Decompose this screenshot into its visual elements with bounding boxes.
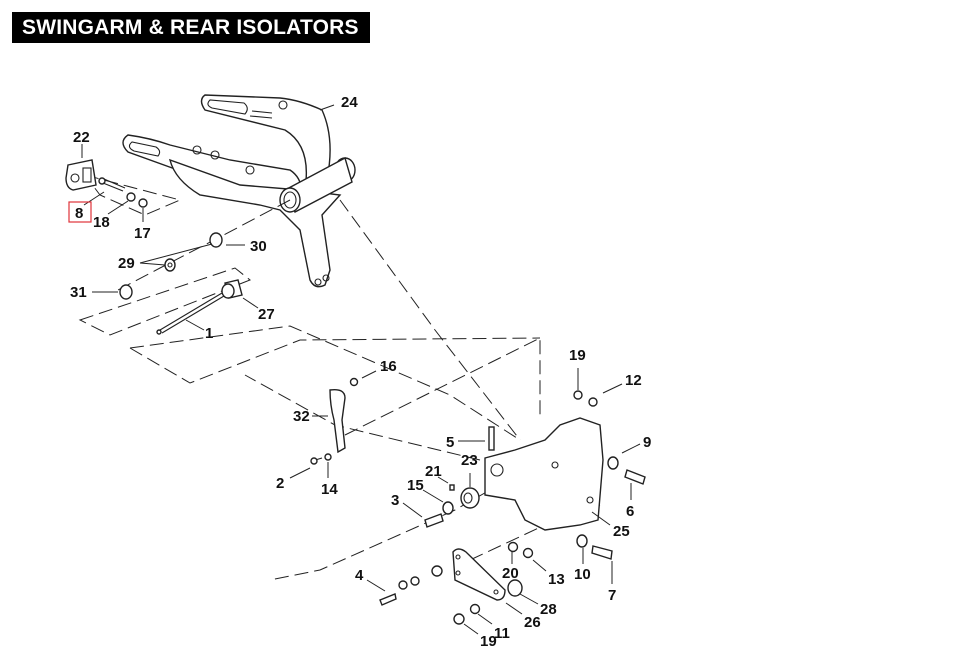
callout-13[interactable]: 13 [548,571,565,588]
callout-28[interactable]: 28 [540,601,557,618]
nut-20-part[interactable] [507,541,519,553]
callout-18[interactable]: 18 [93,214,110,231]
washer-15-part[interactable] [442,501,454,515]
washer-12-part[interactable] [588,397,598,407]
callout-14[interactable]: 14 [321,481,338,498]
spacer-29-part[interactable] [164,258,176,272]
callout-7[interactable]: 7 [608,587,616,604]
bushing-30-part[interactable] [209,232,223,248]
isolator-27-part[interactable] [221,279,243,299]
washer-4b-part[interactable] [410,576,420,586]
callout-22[interactable]: 22 [73,129,90,146]
callout-1[interactable]: 1 [205,325,213,342]
pivot-shaft-part[interactable] [156,292,225,335]
callout-29[interactable]: 29 [118,255,135,272]
callout-12[interactable]: 12 [625,372,642,389]
callout-19-top[interactable]: 19 [569,347,586,364]
callout-11[interactable]: 11 [494,625,510,642]
leader-lines [81,104,641,635]
callout-15[interactable]: 15 [407,477,424,494]
callout-25[interactable]: 25 [613,523,630,540]
callout-20[interactable]: 20 [502,565,519,582]
bolt-6-part[interactable] [624,469,646,485]
assembly-lines [78,174,601,581]
callout-27[interactable]: 27 [258,306,275,323]
nut-17-part[interactable] [138,198,148,208]
link-plate-part[interactable] [452,548,506,601]
pin-21-part[interactable] [449,484,455,491]
callout-26[interactable]: 26 [524,614,541,631]
callout-30[interactable]: 30 [250,238,267,255]
stud-5-part[interactable] [488,426,495,451]
washer-13-part[interactable] [522,547,534,559]
callout-3[interactable]: 3 [391,492,399,509]
washer-11-part[interactable] [469,603,481,615]
washer-4a-part[interactable] [398,580,408,590]
callout-10[interactable]: 10 [574,566,591,583]
bushing-28-part[interactable] [507,579,523,597]
washer-9-part[interactable] [607,456,619,470]
callout-4[interactable]: 4 [355,567,364,584]
nut-18-part[interactable] [126,192,136,202]
callout-labels: 22 8 18 17 24 30 29 31 27 1 16 32 2 14 5… [70,94,651,650]
adjuster-plate-part[interactable] [65,159,97,191]
bolt-7-part[interactable] [591,545,613,560]
callout-9[interactable]: 9 [643,434,651,451]
bolt-4-part[interactable] [379,593,397,606]
bracket-25-part[interactable] [484,417,604,531]
callout-17[interactable]: 17 [134,225,151,242]
callout-8[interactable]: 8 [75,205,83,222]
callout-2[interactable]: 2 [276,475,284,492]
callout-16[interactable]: 16 [380,358,397,375]
nut-19-top-part[interactable] [573,390,583,400]
nut-16-part[interactable] [349,377,359,387]
diagram-title: SWINGARM & REAR ISOLATORS [12,12,370,43]
callout-6[interactable]: 6 [626,503,634,520]
swingarm-part[interactable] [122,94,356,288]
callout-21[interactable]: 21 [425,463,442,480]
callout-19-bottom[interactable]: 19 [480,633,497,650]
screw-3-part[interactable] [424,513,444,528]
spacer-4c-part[interactable] [431,565,443,577]
nut-19-bottom-part[interactable] [453,613,465,625]
callout-23[interactable]: 23 [461,452,478,469]
callout-24[interactable]: 24 [341,94,358,111]
highlight-box [68,201,92,223]
screw-2-part[interactable] [310,457,323,465]
ground-strap-part[interactable] [329,388,346,454]
callout-5[interactable]: 5 [446,434,454,451]
washer-31-part[interactable] [119,284,133,300]
adjuster-bolt-part[interactable] [98,177,126,192]
isolator-23-part[interactable] [460,487,480,509]
washer-14-part[interactable] [324,453,332,461]
callout-32[interactable]: 32 [293,408,310,425]
callout-31[interactable]: 31 [70,284,87,301]
washer-10-part[interactable] [576,534,588,548]
